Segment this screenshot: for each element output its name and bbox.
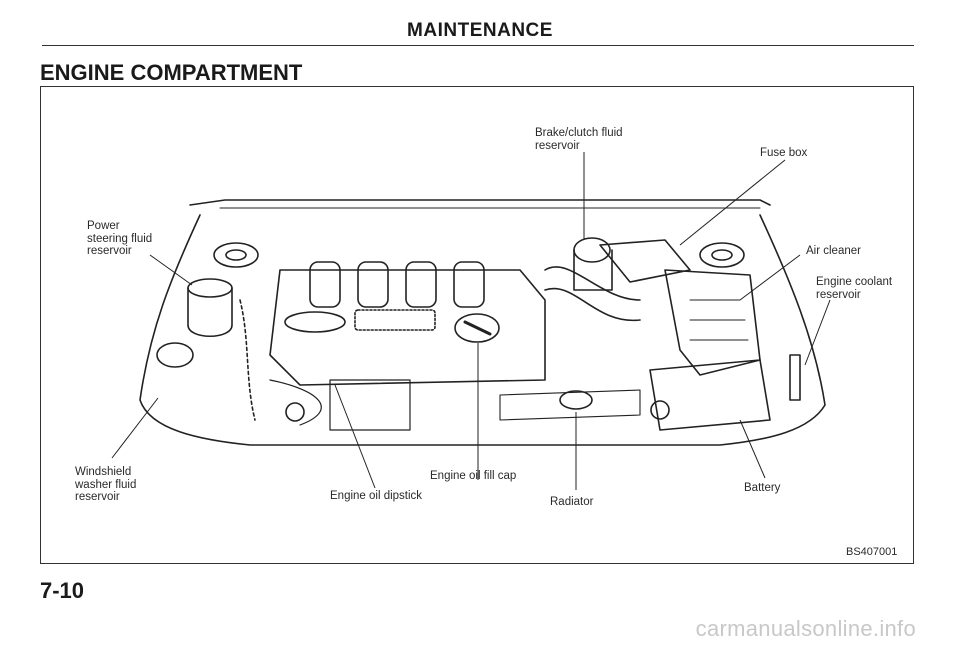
label-fuse-box: Fuse box [760,147,808,159]
page-number: 7-10 [40,578,85,603]
label-engine-oil-fill-cap: Engine oil fill cap [430,470,517,482]
label-engine-oil-dipstick: Engine oil dipstick [330,490,423,502]
figure-code: BS407001 [846,546,898,558]
label-brake-clutch-fluid-reservoir: Brake/clutch fluid reservoir [535,127,623,152]
label-power-steering-fluid-reservoir: Power steering fluid reservoir [87,220,153,257]
header-divider [42,45,914,46]
label-battery: Battery [744,482,781,494]
figure-frame [40,86,914,564]
label-engine-coolant-reservoir: Engine coolant reservoir [816,276,893,301]
section-title: ENGINE COMPARTMENT [40,60,303,85]
label-air-cleaner: Air cleaner [806,245,861,257]
page-header-title: MAINTENANCE [407,20,553,41]
label-windshield-washer-fluid-reservoir: Windshield washer fluid reservoir [75,466,137,503]
label-radiator: Radiator [550,496,594,508]
watermark-text: carmanualsonline.info [695,616,916,641]
